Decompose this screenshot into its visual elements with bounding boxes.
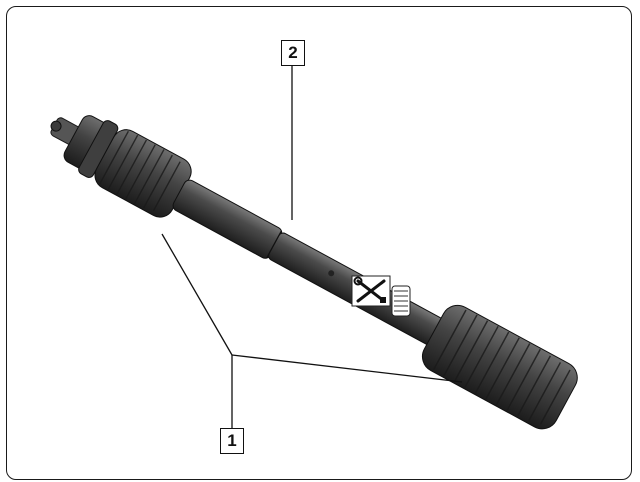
wrench-screwdriver-icon xyxy=(353,276,386,303)
guard-tube-outer xyxy=(172,179,283,259)
left-guard-bellows xyxy=(94,129,192,218)
right-guard-bellows xyxy=(421,304,578,430)
callout-1: 1 xyxy=(220,428,244,454)
drive-shaft xyxy=(50,115,578,430)
leader-lines-1 xyxy=(161,233,463,428)
grease-fitting-icon xyxy=(391,285,411,317)
maintenance-label xyxy=(351,275,411,317)
callout-2: 2 xyxy=(281,40,305,66)
